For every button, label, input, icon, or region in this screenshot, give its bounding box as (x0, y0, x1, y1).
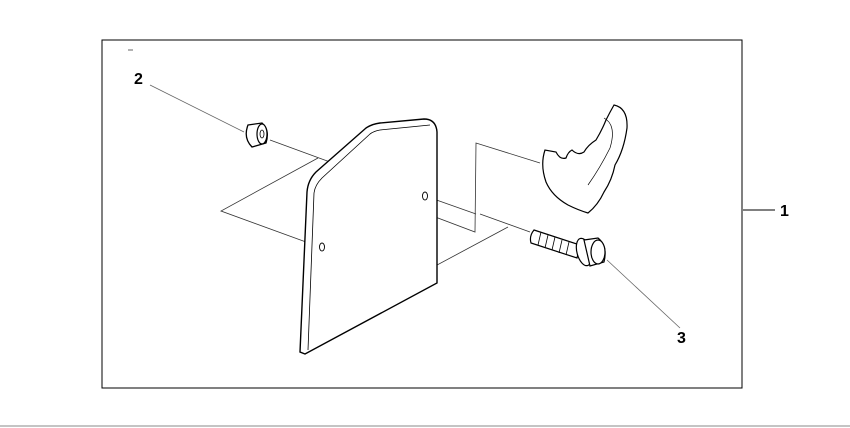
callout-3: 3 (677, 330, 686, 347)
callout-1: 1 (780, 203, 789, 220)
mud-guard-plate (299, 118, 438, 355)
leader-3 (606, 259, 681, 329)
fender-clip (542, 104, 628, 214)
hole-lower (319, 242, 325, 252)
spacer (245, 122, 268, 148)
callout-2: 2 (134, 71, 143, 88)
kit-frame (101, 39, 743, 389)
flange-bolt (529, 229, 606, 267)
hole-upper (422, 191, 428, 201)
leader-2 (149, 84, 245, 133)
